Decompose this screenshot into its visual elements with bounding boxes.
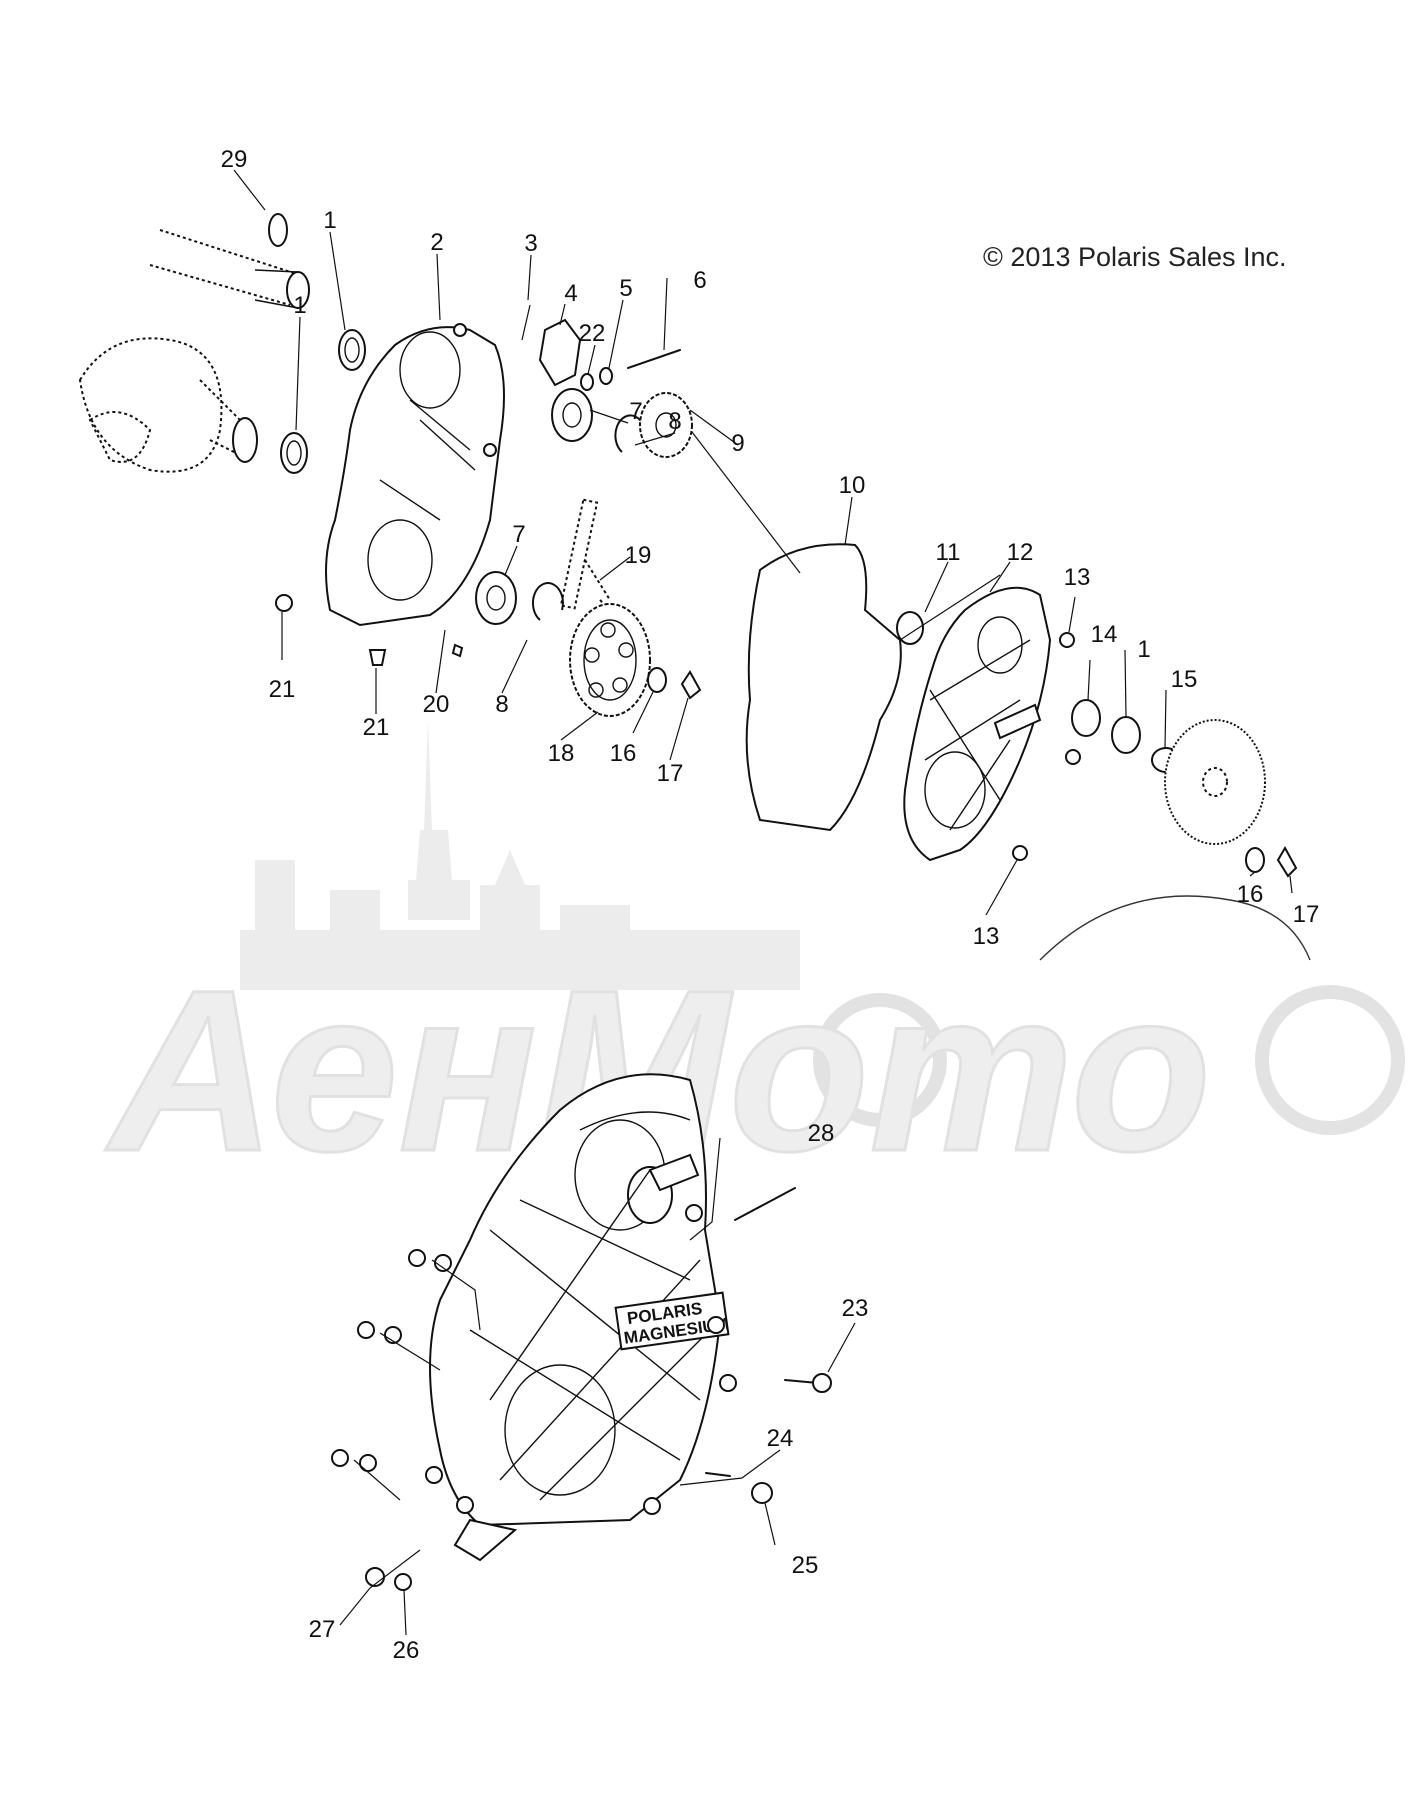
callout-9: 9 [731,430,744,457]
callout-29: 29 [221,146,248,173]
lower-assembled-cover: POLARIS MAGNESIUM [331,1073,856,1636]
callout-1b: 1 [293,292,306,319]
bolt-24 [705,1472,731,1477]
leader-lines-lower [339,1137,856,1636]
callout-24: 24 [767,1425,794,1452]
callout-20: 20 [423,691,450,718]
washer-16b [1245,847,1265,873]
seal-1c [1111,716,1141,754]
seal-1a [338,329,366,371]
seal-11 [896,611,924,645]
drive-clutch-ghost [78,337,258,473]
callout-1c: 1 [1137,636,1150,663]
seal-1b [280,432,308,474]
outer-cover-12 [903,586,1052,862]
callout-7a: 7 [629,398,642,425]
washer-16a [647,667,667,693]
bolt-6 [627,349,681,369]
callout-7b: 7 [512,521,525,548]
callout-4: 4 [564,280,577,307]
callout-28: 28 [808,1120,835,1147]
nut-25 [751,1482,773,1504]
callout-8b: 8 [495,691,508,718]
callout-6: 6 [693,267,706,294]
chain-19 [584,559,611,611]
callout-3: 3 [524,230,537,257]
callout-25: 25 [792,1552,819,1579]
callout-13b: 13 [973,923,1000,950]
pin-3 [521,304,531,341]
leader-lines [233,169,1293,916]
callout-26: 26 [393,1637,420,1664]
bolt-17b [1276,845,1298,878]
gear-18 [569,603,651,717]
washer-27 [365,1567,385,1587]
callout-16b: 16 [1237,881,1264,908]
callout-2: 2 [430,229,443,256]
washer-22 [580,373,594,391]
dowel-pin-28 [734,1187,796,1221]
dowel-20 [451,643,464,658]
callout-14: 14 [1091,621,1118,648]
nut-13a [1059,632,1075,648]
nut-26 [394,1573,412,1591]
gasket-10 [745,543,902,832]
nut-13b [1012,845,1028,861]
callout-21b: 21 [363,714,390,741]
inner-chaincase-2 [325,323,505,627]
callout-21a: 21 [269,676,296,703]
callout-1a: 1 [323,207,336,234]
callout-12: 12 [1007,539,1034,566]
callout-22: 22 [579,320,606,347]
callout-23: 23 [842,1295,869,1322]
upper-exploded-assembly [78,169,1298,916]
callout-18: 18 [548,740,575,767]
bolt-17a [680,670,702,700]
o-ring-29 [268,213,288,247]
callout-5: 5 [619,275,632,302]
callout-19: 19 [625,542,652,569]
washer-5 [599,367,613,385]
callout-8a: 8 [668,408,681,435]
callout-17b: 17 [1293,901,1320,928]
tensioner-4 [538,318,582,387]
bearing-7a [551,388,593,442]
callout-10: 10 [839,472,866,499]
callout-16a: 16 [610,740,637,767]
callout-13a: 13 [1064,564,1091,591]
copyright-notice: © 2013 Polaris Sales Inc. [983,242,1287,272]
brake-disc [1164,719,1266,845]
bearing-7b [475,571,517,625]
callout-15: 15 [1171,666,1198,693]
plug-21b [368,649,387,666]
callout-27: 27 [309,1616,336,1643]
callout-17a: 17 [657,760,684,787]
sprocket-9 [639,392,693,458]
input-shaft [149,229,301,306]
callout-11: 11 [936,539,961,566]
plug-21a [275,594,293,612]
snap-ring-8b [531,582,564,621]
bearing-14 [1071,699,1101,737]
callout-labels: 29 1 2 3 4 5 6 22 1 7 8 9 10 11 12 13 19… [221,146,1320,1664]
